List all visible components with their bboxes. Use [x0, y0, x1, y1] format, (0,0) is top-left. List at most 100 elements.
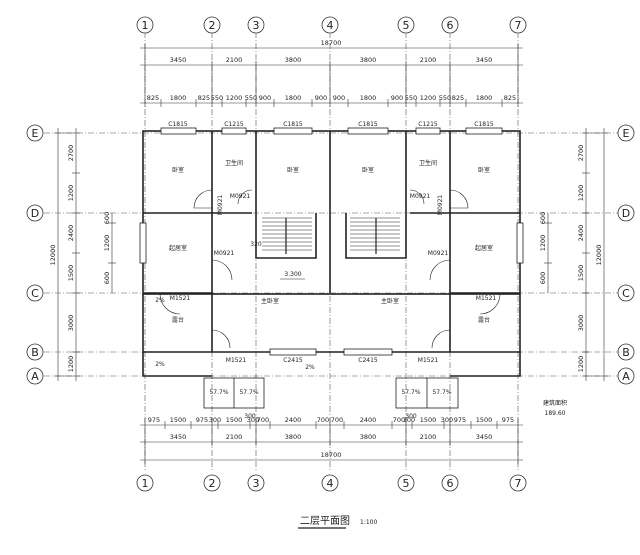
- dim-label: 600: [103, 212, 111, 224]
- door-label: M1521: [170, 295, 191, 302]
- door-label: M1521: [476, 295, 497, 302]
- dim-label: 1200: [420, 94, 437, 102]
- right-dimension-lines: [544, 128, 608, 381]
- svg-text:D: D: [31, 207, 39, 220]
- svg-text:B: B: [31, 346, 39, 359]
- grid-bubbles-top: 1 2 3 4 5 6 7: [136, 16, 527, 34]
- grid-bubble: 5: [397, 474, 415, 492]
- dim-label: 2100: [420, 433, 437, 441]
- svg-text:A: A: [622, 370, 630, 383]
- dim-label: 3450: [170, 433, 187, 441]
- windows-top: [160, 127, 503, 135]
- svg-text:6: 6: [447, 477, 454, 490]
- grid-bubbles-bottom: 1 2 3 4 5 6 7: [136, 474, 527, 492]
- room-label: 露台: [478, 316, 490, 324]
- dim-label: 550: [405, 94, 417, 102]
- grid-bubble: 3: [247, 16, 265, 34]
- svg-text:C: C: [31, 287, 39, 300]
- door-label: M1521: [226, 357, 247, 364]
- canopy-sub: 300: [405, 413, 417, 420]
- dim-label: 825: [198, 94, 210, 102]
- room-label: 露台: [172, 316, 184, 324]
- dim-label: 1500: [67, 265, 75, 282]
- svg-text:4: 4: [327, 19, 334, 32]
- dim-label: 3800: [285, 433, 302, 441]
- elevation-label: 3.300: [284, 271, 301, 278]
- svg-text:6: 6: [447, 19, 454, 32]
- dim-label: 1800: [476, 94, 493, 102]
- bottom-bay-dims: 3450 2100 3800 3800 2100 3450: [170, 433, 493, 441]
- walls: [142, 130, 521, 377]
- grid-bubble: 4: [321, 16, 339, 34]
- room-label: 主卧室: [381, 297, 399, 305]
- dim-label: 300: [403, 416, 415, 424]
- grid-bubble: B: [617, 343, 635, 361]
- dim-label: 600: [103, 272, 111, 284]
- svg-text:A: A: [31, 370, 39, 383]
- doors: [159, 189, 501, 349]
- drawing-title: 二层平面图: [300, 515, 350, 527]
- window-label: C1815: [474, 121, 494, 128]
- axis-lines: [44, 32, 620, 470]
- door-label: M0921: [230, 193, 251, 200]
- canopy-pct: 57.7%: [209, 389, 228, 396]
- left-segment-dims: 2700 1200 2400 1500 3000 1200 600 1200 6…: [67, 145, 111, 373]
- dim-label: 900: [315, 94, 327, 102]
- grid-bubble: 7: [509, 474, 527, 492]
- dim-label: 2700: [577, 145, 585, 162]
- grid-bubble: 2: [203, 16, 221, 34]
- grid-bubble: 1: [136, 474, 154, 492]
- window-label: C2415: [358, 357, 378, 364]
- grid-bubble: E: [26, 124, 44, 142]
- dim-label: 1500: [170, 416, 187, 424]
- dim-label: 1200: [577, 356, 585, 373]
- slope-label: 2%: [155, 361, 165, 368]
- door-labels: M0921 M0921 M0921 M0921 M0921 M0921 M152…: [170, 193, 497, 364]
- dim-label: 900: [259, 94, 271, 102]
- dim-label: 1500: [476, 416, 493, 424]
- grid-bubble: B: [26, 343, 44, 361]
- slope-label: 2%: [305, 364, 315, 371]
- top-dimension-lines: [140, 44, 523, 107]
- door-label: M0921: [437, 195, 444, 216]
- dim-label: 550: [439, 94, 451, 102]
- dim-label: 900: [391, 94, 403, 102]
- dim-label: 3450: [476, 56, 493, 64]
- grid-bubbles-right: E D C B A: [617, 124, 635, 385]
- room-label: 卫生间: [419, 159, 437, 167]
- grid-bubble: 1: [136, 16, 154, 34]
- dim-label: 550: [211, 94, 223, 102]
- svg-text:7: 7: [515, 19, 522, 32]
- dim-label: 1800: [170, 94, 187, 102]
- dim-label: 2400: [577, 225, 585, 242]
- dim-label: 300: [247, 416, 259, 424]
- svg-text:5: 5: [403, 477, 410, 490]
- room-label: 主卧室: [261, 297, 279, 305]
- canopy-pct: 57.7%: [401, 389, 420, 396]
- dim-label: 3000: [67, 315, 75, 332]
- bottom-dimension-lines: [140, 418, 523, 464]
- dim-label: 975: [148, 416, 160, 424]
- dim-label: 1200: [103, 235, 111, 252]
- svg-text:B: B: [622, 346, 630, 359]
- dim-label: 2400: [285, 416, 302, 424]
- room-label: 卧室: [362, 166, 374, 174]
- svg-text:C: C: [622, 287, 630, 300]
- door-label: M0921: [217, 195, 224, 216]
- dim-label: 3800: [360, 56, 377, 64]
- room-label: 起居室: [475, 244, 493, 252]
- window-label: C1815: [168, 121, 188, 128]
- dim-label: 825: [147, 94, 159, 102]
- svg-text:3: 3: [253, 19, 260, 32]
- svg-text:1: 1: [142, 477, 149, 490]
- slope-label: 2%: [155, 297, 165, 304]
- dim-label: 2400: [67, 225, 75, 242]
- grid-bubble: D: [617, 204, 635, 222]
- dim-label: 825: [452, 94, 464, 102]
- right-segment-dims: 2700 1200 2400 1500 3000 1200 600 1200 6…: [539, 145, 585, 373]
- dim-label: 1800: [360, 94, 377, 102]
- dim-label: 300: [441, 416, 453, 424]
- grid-bubble: A: [617, 367, 635, 385]
- dim-label: 600: [539, 212, 547, 224]
- dim-label: 2100: [226, 56, 243, 64]
